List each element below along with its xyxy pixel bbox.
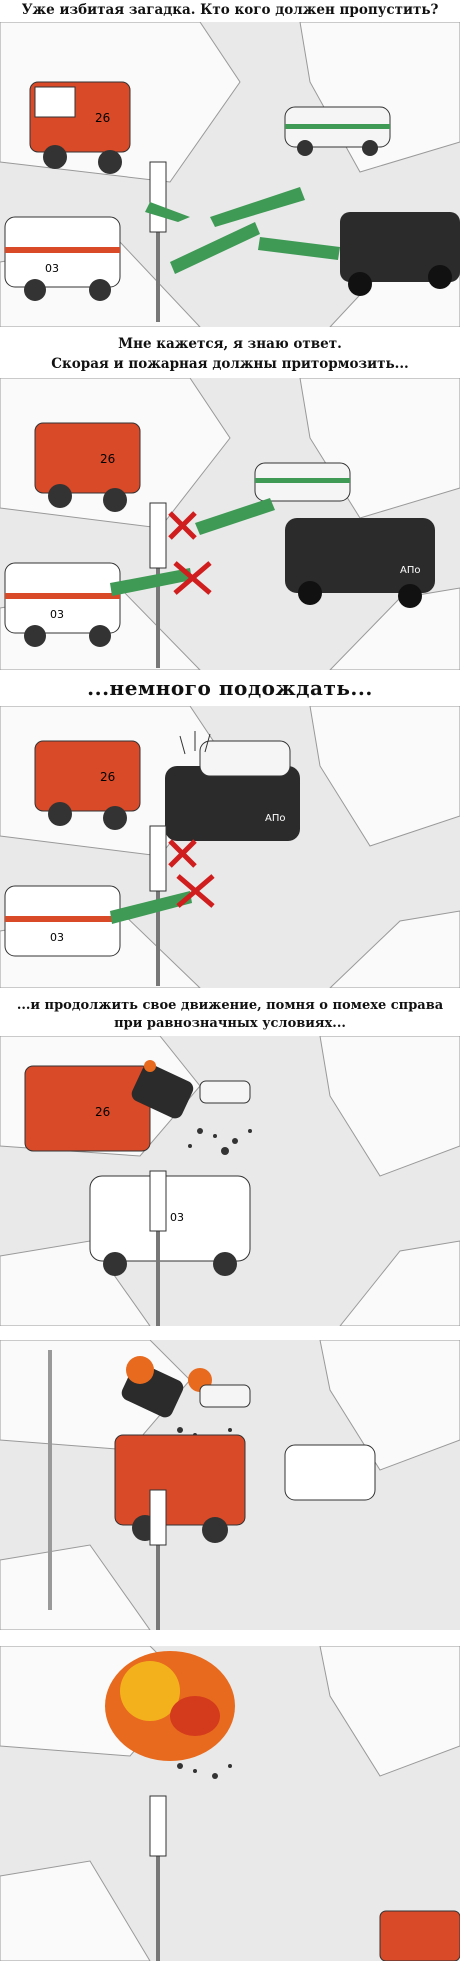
wrecked-police-car [199, 1080, 251, 1104]
svg-text:АПо: АПо [400, 565, 420, 576]
wrecked-suv [131, 1060, 194, 1119]
suv [340, 212, 460, 296]
traffic-light [48, 1350, 167, 1630]
caption-2-line-1: Мне кажется, я знаю ответ. [118, 336, 342, 352]
svg-text:26: 26 [100, 452, 115, 466]
arrow [110, 891, 192, 924]
traffic-light [149, 1795, 167, 1961]
caption-2-line-2: Скорая и пожарная должны притормозить... [51, 356, 409, 372]
ambulance: 03 [89, 1175, 251, 1276]
ambulance: 03 [4, 216, 121, 301]
ambulance [284, 1444, 376, 1501]
caption-4-line-1: ...и продолжить свое движение, помня о п… [16, 998, 444, 1013]
suv: АПо [285, 518, 435, 608]
cross-icon [168, 511, 212, 595]
police-car [254, 462, 351, 502]
burning-suv [121, 1356, 212, 1418]
svg-text:26: 26 [95, 111, 110, 125]
svg-text:26: 26 [95, 1105, 110, 1119]
debris-icon [177, 1763, 232, 1779]
cross-icon [168, 839, 215, 908]
caption-1: Уже избитая загадка. Кто кого должен про… [21, 2, 439, 18]
arrows [110, 498, 275, 596]
svg-text:03: 03 [50, 931, 64, 944]
svg-text:АПо: АПо [265, 813, 285, 824]
fire-truck: 26 [34, 740, 141, 830]
suv: АПо [165, 766, 300, 841]
ambulance: 03 [4, 562, 121, 647]
svg-text:03: 03 [45, 262, 59, 275]
traffic-light [149, 1170, 167, 1326]
panel-6 [0, 1646, 460, 1961]
caption-3: ...немного подождать... [87, 676, 373, 700]
fire-blaze-icon [105, 1651, 235, 1761]
svg-text:26: 26 [100, 770, 115, 784]
panel-4: 26 03 [0, 1036, 460, 1326]
police-car [284, 106, 391, 156]
crash-debris-icon [179, 731, 211, 755]
svg-text:03: 03 [170, 1211, 184, 1224]
traffic-light [149, 502, 167, 668]
arrows [145, 187, 340, 274]
caption-4-line-2: при равнозначных условиях... [114, 1016, 346, 1031]
fire-truck: 26 [24, 1065, 151, 1152]
panel-5 [0, 1340, 460, 1630]
police-car [199, 740, 291, 777]
police-car [199, 1384, 251, 1408]
fire-truck: 26 [29, 81, 131, 174]
panel-2: 26 03 АПо [0, 378, 460, 670]
panel-1: 26 03 [0, 22, 460, 327]
fire-truck: 26 [34, 422, 141, 512]
ambulance: 03 [4, 885, 121, 957]
fire-truck-partial [379, 1910, 460, 1961]
panel-3: 26 03 АПо [0, 706, 460, 988]
svg-text:03: 03 [50, 608, 64, 621]
debris-icon [188, 1128, 252, 1155]
traffic-light [149, 825, 167, 986]
